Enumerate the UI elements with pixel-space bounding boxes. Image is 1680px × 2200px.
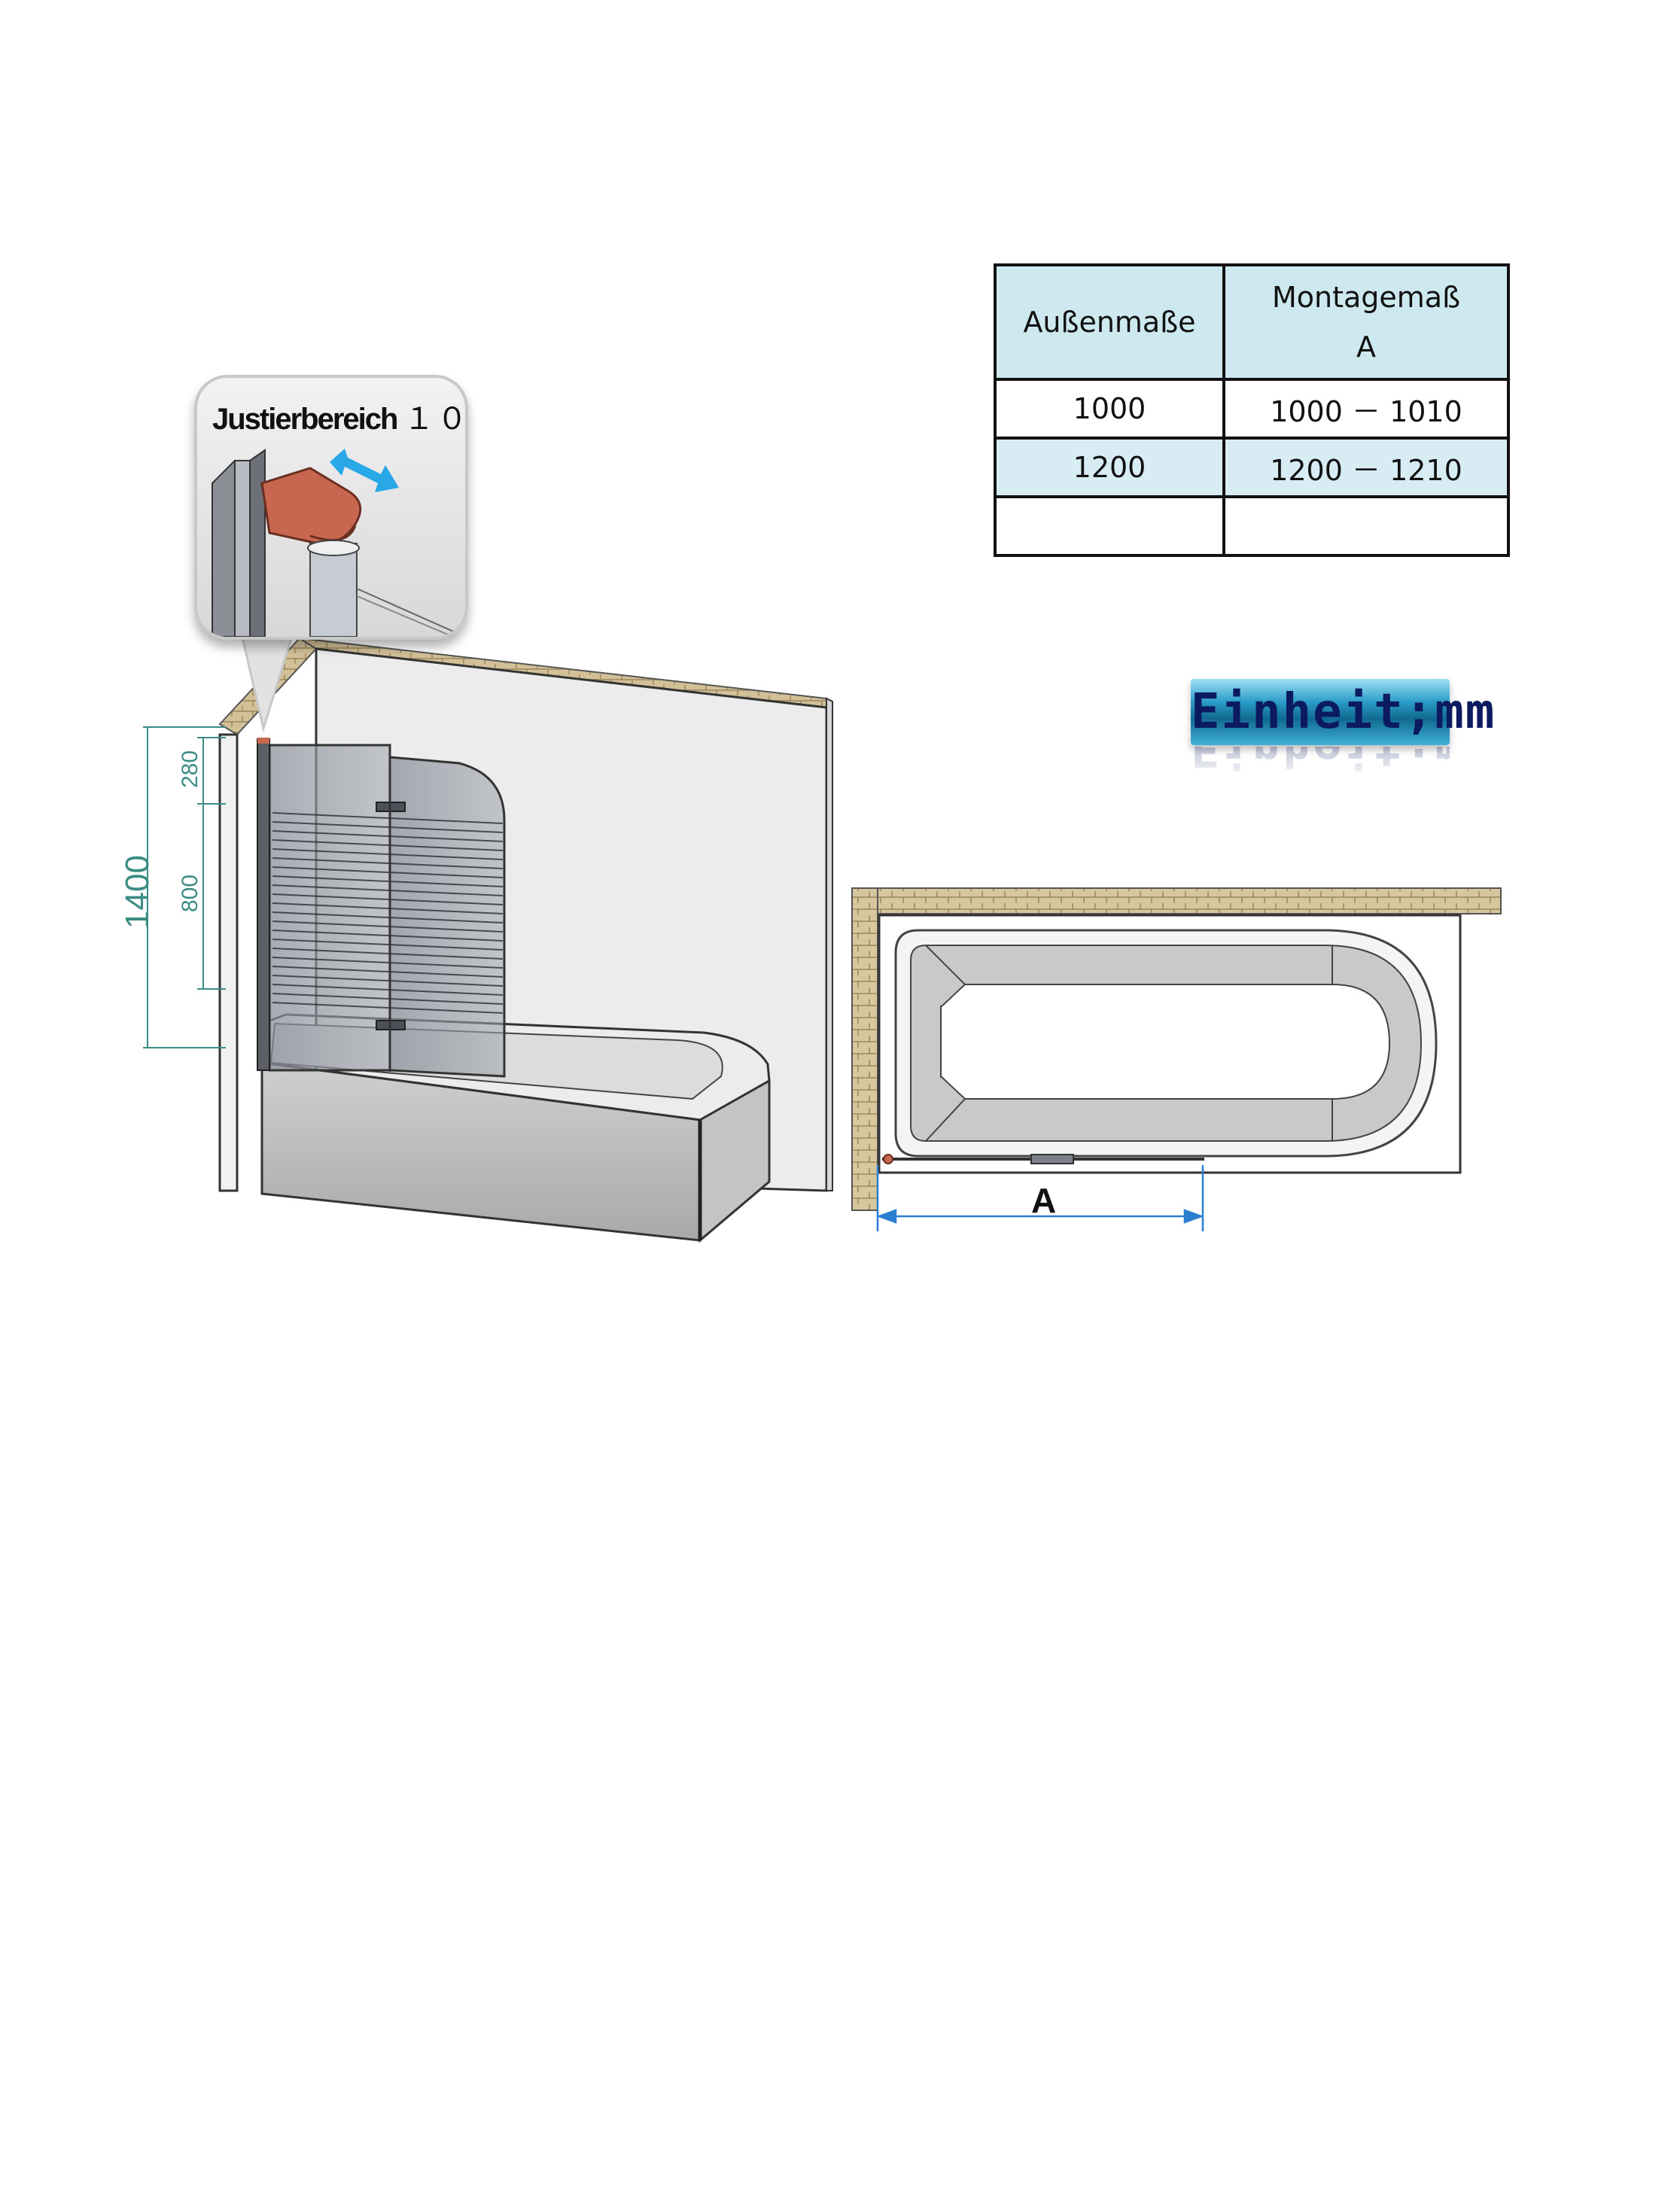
cell-outer (994, 495, 1225, 557)
callout-label-text: Justierbereich (212, 403, 398, 436)
profile-top-bracket (257, 738, 269, 744)
table-row (994, 495, 1510, 557)
header-outer-dimensions: Außenmaße (994, 263, 1225, 381)
callout-label: Justierbereich １０mm (212, 394, 468, 438)
table-row: 1200 1200 － 1210 (994, 437, 1510, 498)
header-mounting-label: Montagemaß (1271, 281, 1461, 314)
cell-mount (1222, 495, 1510, 557)
adjustment-callout: Justierbereich １０mm (194, 375, 468, 640)
bathtub-rim (258, 1013, 771, 1121)
cell-outer: 1200 (994, 437, 1225, 498)
cell-mount: 1000 － 1010 (1222, 378, 1510, 440)
plan-dimension-label: A (1031, 1181, 1057, 1220)
plan-wall-side (851, 887, 878, 1211)
callout-detail-drawing (212, 449, 465, 637)
dimensions-table: Außenmaße Montagemaß A 1000 1000 － 1010 … (994, 263, 1510, 557)
elevation-dimension-lines (143, 726, 226, 1048)
glass-stripes (272, 812, 504, 1014)
header-mounting-symbol: A (1356, 330, 1376, 364)
header-mounting-dimension: Montagemaß A (1222, 263, 1510, 381)
plan-tub-floor (940, 984, 1391, 1100)
side-wall (218, 733, 239, 1192)
table-row: 1000 1000 － 1010 (994, 378, 1510, 440)
back-wall-edge (826, 697, 833, 1191)
plan-dimension-A (876, 1165, 1204, 1231)
callout-label-value: １０mm (403, 402, 468, 437)
plan-screen-pivot (883, 1154, 893, 1164)
plan-screen-hinge (1030, 1154, 1074, 1164)
cell-mount: 1200 － 1210 (1222, 437, 1510, 498)
adjustment-arrow-icon (330, 449, 399, 492)
cell-outer: 1000 (994, 378, 1225, 440)
plan-wall-back (851, 887, 1502, 914)
unit-badge: Einheit;mm (1191, 679, 1494, 745)
table-header-row: Außenmaße Montagemaß A (994, 263, 1510, 381)
